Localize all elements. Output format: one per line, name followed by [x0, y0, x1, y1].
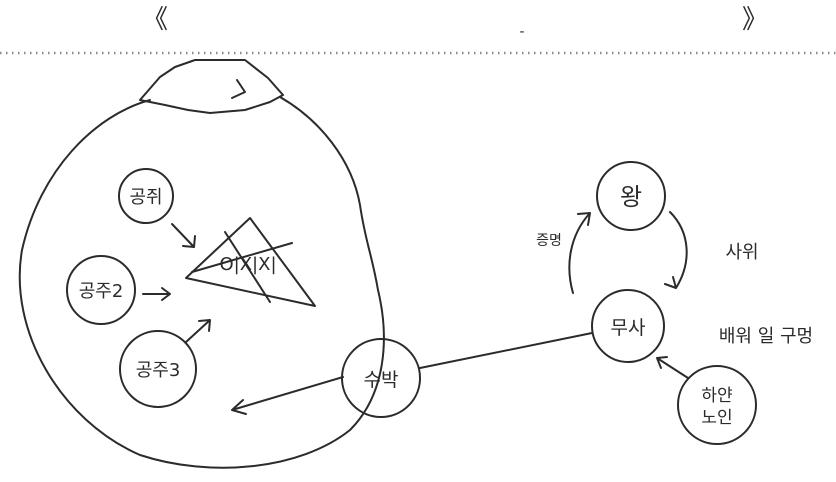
left-bracket-mark: 《 — [142, 5, 168, 35]
princess2-circle — [66, 255, 136, 325]
princess1-label: 공쥐 — [129, 187, 162, 208]
old-man-to-warrior-arrow — [656, 356, 689, 379]
triangle-slab — [185, 217, 316, 307]
slab-fold-line — [224, 231, 271, 303]
rock-shape — [139, 59, 284, 114]
princess1-arrow — [171, 223, 196, 248]
big-circle-outline — [18, 96, 385, 469]
warrior-circle — [591, 289, 665, 363]
son-in-law-arrow — [664, 211, 688, 289]
warrior-label: 무사 — [611, 317, 646, 339]
old-man-label-line2: 노인 — [701, 408, 732, 428]
rock-crack — [231, 79, 246, 99]
center-mark: - — [519, 24, 524, 40]
watermelon-label: 수박 — [364, 369, 399, 391]
mole-mark: O|X|X| — [219, 254, 276, 275]
king-circle — [596, 161, 666, 231]
princess1-circle — [118, 168, 174, 224]
right-bracket-mark: 》 — [742, 5, 768, 35]
proof-label: 증명 — [536, 233, 562, 249]
old-man-label-line1: 하얀 — [701, 386, 733, 406]
son-in-law-label: 사위 — [725, 242, 758, 263]
watermelon-to-left-arrow — [231, 376, 344, 415]
old-man-circle — [677, 365, 757, 445]
princess3-label: 공주3 — [136, 360, 181, 381]
princess3-circle — [119, 330, 197, 408]
princess2-label: 공주2 — [79, 281, 124, 302]
king-label: 왕 — [620, 183, 642, 211]
slab-cross-line — [191, 242, 293, 273]
warrior-to-watermelon-line — [419, 332, 593, 369]
learning-label: 배워 일 구멍 — [719, 326, 813, 347]
proof-arrow — [568, 212, 591, 294]
princess3-arrow — [185, 319, 211, 343]
princess2-arrow — [142, 287, 171, 301]
